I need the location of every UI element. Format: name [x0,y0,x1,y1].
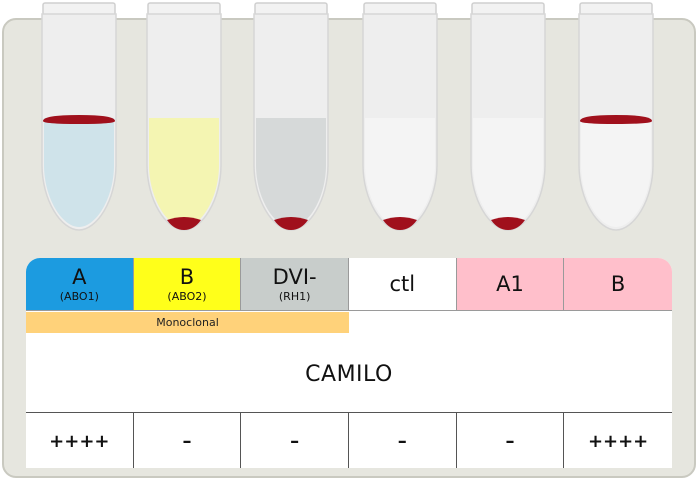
results-row: ++++ – – – – ++++ [26,412,672,468]
header-label: A [72,265,87,289]
red-cell-pellet [383,217,417,230]
header-cell-a: A (ABO1) [26,258,134,311]
red-cell-pellet [167,217,201,230]
header-cell-dvi: DVI- (RH1) [241,258,349,311]
red-cell-pellet [274,217,308,230]
header-sub: (ABO1) [59,290,99,303]
result-cell: ++++ [587,430,649,452]
header-cell-b-cells: B [564,258,672,311]
result-cell: – [134,413,242,468]
result-cell: – [457,413,565,468]
tube-fluid [365,118,435,227]
tube-rack [41,2,654,231]
header-label: DVI- [272,265,317,289]
tube-fluid [473,118,543,227]
test-tube-icon [578,2,654,231]
test-tube-icon [470,2,546,231]
reagent-header-row: A (ABO1) B (ABO2) DVI- (RH1) ctl A1 B [26,258,672,311]
red-cell-band [580,115,652,124]
header-label: ctl [389,272,416,296]
test-tube-icon [41,2,117,231]
test-tube-icon [253,2,329,231]
result-cell: – [349,413,457,468]
header-label: B [179,265,195,289]
label-panel: A (ABO1) B (ABO2) DVI- (RH1) ctl A1 B Mo… [26,258,672,468]
test-tube-icon [362,2,438,231]
tube-fluid [149,118,219,227]
test-tube-icon [146,2,222,231]
monoclonal-bar: Monoclonal [26,312,349,333]
header-sub: (ABO2) [167,290,207,303]
header-sub: (RH1) [278,290,311,303]
result-cell: ++++ [26,413,134,468]
header-label: A1 [496,272,524,296]
result-cell: – [241,413,349,468]
red-cell-pellet [491,217,525,230]
header-label: B [610,272,626,296]
tube-fluid [44,118,114,227]
header-cell-ctl: ctl [348,258,457,311]
tube-fluid [581,118,651,227]
tube-fluid [256,118,326,227]
header-cell-b: B (ABO2) [133,258,242,311]
patient-name: CAMILO [305,361,393,387]
red-cell-band [43,115,115,124]
header-cell-a1: A1 [456,258,565,311]
